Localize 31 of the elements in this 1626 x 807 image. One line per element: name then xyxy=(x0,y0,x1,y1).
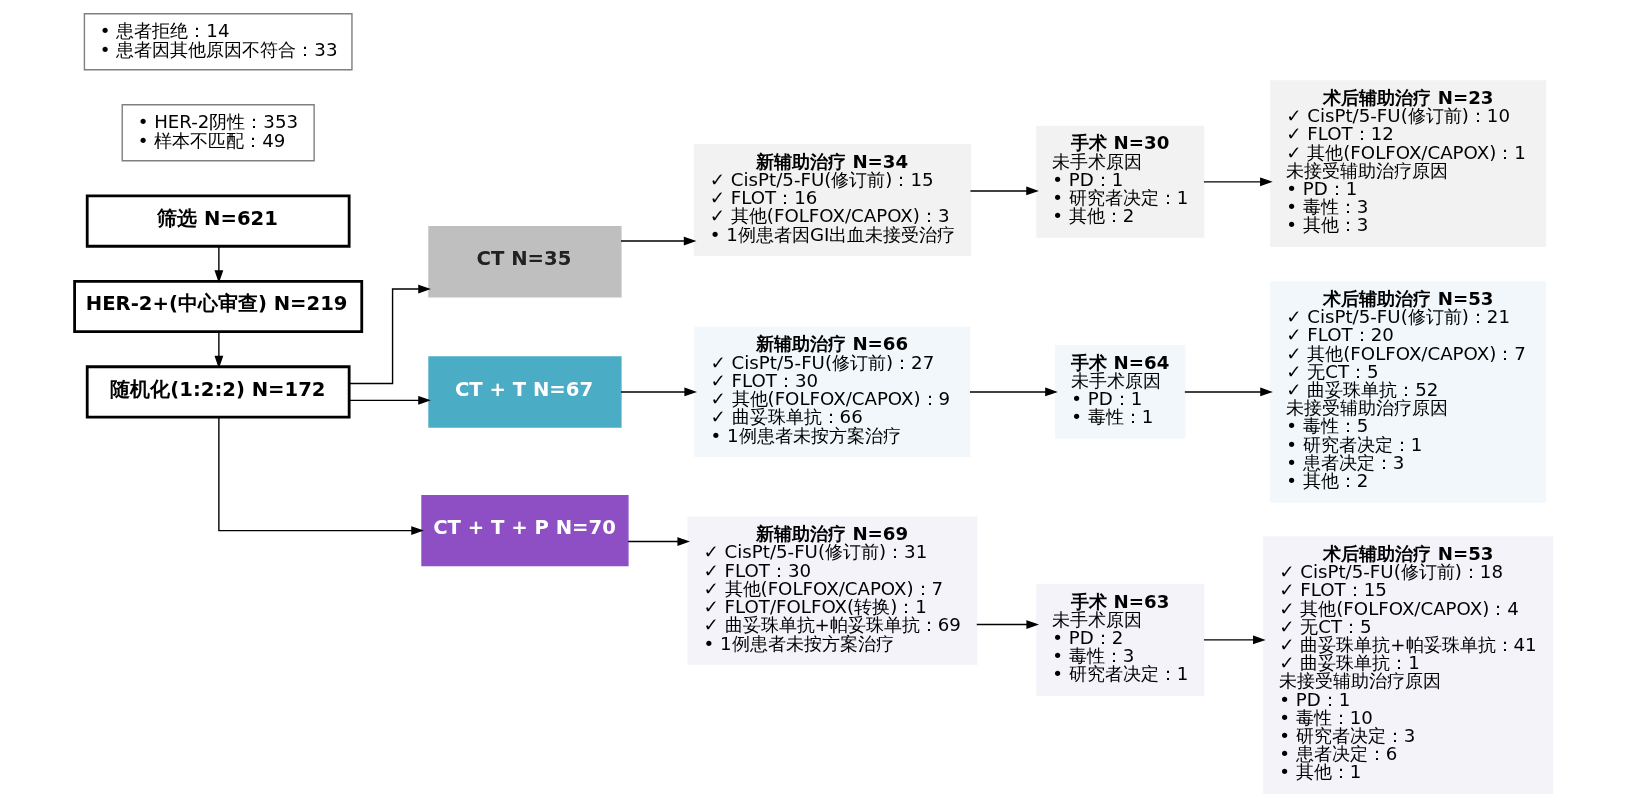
arrow xyxy=(213,246,223,283)
node-box: 新辅助治疗 N=66 ✓ CisPt/5-FU(修订前)：27 ✓ FLOT：30 ✓ 其他(FOLFOX/CAPOX)：9 ✓ 曲妥珠单抗：66 • 1例患者未按方案治疗 xyxy=(693,326,970,458)
node-box: 术后辅助治疗 N=53 ✓ CisPt/5-FU(修订前)：18 ✓ FLOT：15 ✓ 其他(FOLFOX/CAPOX)：4 ✓ 无CT：5 ✓ 曲妥珠单抗+帕妥珠单抗：41 ✓ 曲妥珠单抗：1 未接受辅助治疗原因 • PD：1 • 毒性：10 • 研究者决定：3 • 患者决定：6 • 其他：1 xyxy=(1262,536,1553,794)
node-box: 随机化(1:2:2) N=172 xyxy=(85,365,351,419)
arrow xyxy=(969,186,1039,196)
arrow xyxy=(348,284,431,385)
arrow xyxy=(975,620,1039,629)
arrow xyxy=(1183,387,1273,397)
node-box: CT + T N=67 xyxy=(427,356,622,428)
node-box: 手术 N=30 未手术原因 • PD：1 • 研究者决定：1 • 其他：2 xyxy=(1035,125,1204,238)
arrow xyxy=(968,387,1058,397)
arrow xyxy=(619,387,697,397)
arrow xyxy=(1202,177,1273,187)
node-box: • HER-2阴性：353 • 样本不匹配：49 xyxy=(121,104,315,162)
node-box: 手术 N=63 未手术原因 • PD：2 • 毒性：3 • 研究者决定：1 xyxy=(1035,583,1204,696)
node-box: 手术 N=64 未手术原因 • PD：1 • 毒性：1 xyxy=(1054,345,1185,439)
arrow xyxy=(347,395,431,405)
arrow xyxy=(213,331,223,369)
arrow xyxy=(626,537,690,546)
arrow xyxy=(619,236,696,246)
node-box: 术后辅助治疗 N=53 ✓ CisPt/5-FU(修订前)：21 ✓ FLOT：20 ✓ 其他(FOLFOX/CAPOX)：7 ✓ 无CT：5 ✓ 曲妥珠单抗：52 未接受辅助治疗原因 • 毒性：5 • 研究者决定：1 • 患者决定：3 • 其他：2 xyxy=(1269,281,1546,503)
node-box: 术后辅助治疗 N=23 ✓ CisPt/5-FU(修订前)：10 ✓ FLOT：12 ✓ 其他(FOLFOX/CAPOX)：1 未接受辅助治疗原因 • PD：1 • 毒性：3 • 其他：3 xyxy=(1269,80,1546,247)
node-box: CT + T + P N=70 xyxy=(420,494,629,567)
arrow xyxy=(1202,635,1266,645)
node-box: 新辅助治疗 N=34 ✓ CisPt/5-FU(修订前)：15 ✓ FLOT：16 ✓ 其他(FOLFOX/CAPOX)：3 • 1例患者因GI出血未接受治疗 xyxy=(693,144,971,257)
node-box: 新辅助治疗 N=69 ✓ CisPt/5-FU(修订前)：31 ✓ FLOT：30 ✓ 其他(FOLFOX/CAPOX)：7 ✓ FLOT/FOLFOX(转换)：1 ✓ 曲妥珠单抗+帕妥珠单抗：69 • 1例患者未按方案治疗 xyxy=(686,516,977,666)
node-box: • 患者拒绝：14 • 患者因其他原因不符合：33 xyxy=(83,13,353,71)
node-box: HER-2+(中心审查) N=219 xyxy=(72,279,363,334)
node-box: CT N=35 xyxy=(427,225,622,298)
node-box: 筛选 N=621 xyxy=(85,194,351,248)
arrow xyxy=(217,416,424,536)
